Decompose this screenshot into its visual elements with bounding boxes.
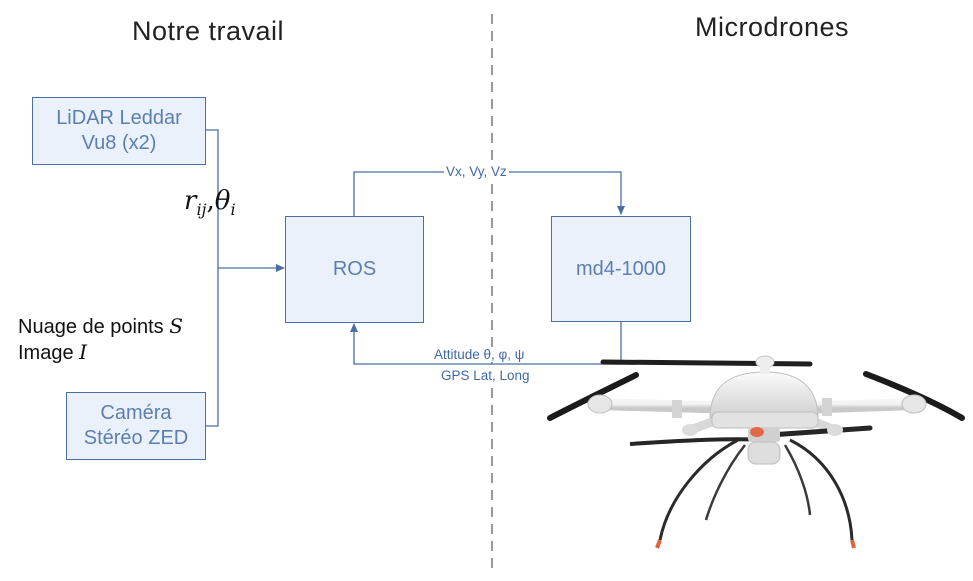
md4-1000-label: md4-1000 [575,257,667,280]
right-section-title: Microdrones [695,12,850,42]
camera-sensor-box: Caméra Stéréo ZED [66,392,206,460]
ros-box: ROS [285,216,424,323]
image-label: Image I [18,339,87,366]
ros-label: ROS [332,258,377,280]
left-section-title: Notre travail [132,16,285,46]
lidar-connector [205,129,219,268]
point-cloud-symbol: S [169,314,183,338]
range-subscript: ij [196,200,207,220]
point-cloud-text: Nuage de points [18,316,170,338]
point-cloud-label: Nuage de points S [18,313,183,340]
angle-subscript: i [230,200,236,220]
range-symbol: r [184,186,197,216]
feedback-label-attitude: Attitude θ, φ, ψ [432,347,527,362]
lidar-output-label: rij,θi [184,186,236,220]
camera-connector [205,268,219,427]
camera-sensor-label: Caméra Stéréo ZED [83,402,189,449]
velocity-command-label: Vx, Vy, Vz [444,164,509,179]
feedback-label-gps: GPS Lat, Long [439,368,532,383]
lidar-sensor-label: LiDAR Leddar Vu8 (x2) [56,107,182,154]
feedback-arrow [350,322,622,365]
image-symbol: I [79,340,88,364]
lidar-sensor-box: LiDAR Leddar Vu8 (x2) [32,97,206,165]
angle-symbol: θ [214,186,231,216]
drone-image [547,355,965,549]
md4-1000-box: md4-1000 [551,216,691,322]
image-text: Image [18,342,80,364]
